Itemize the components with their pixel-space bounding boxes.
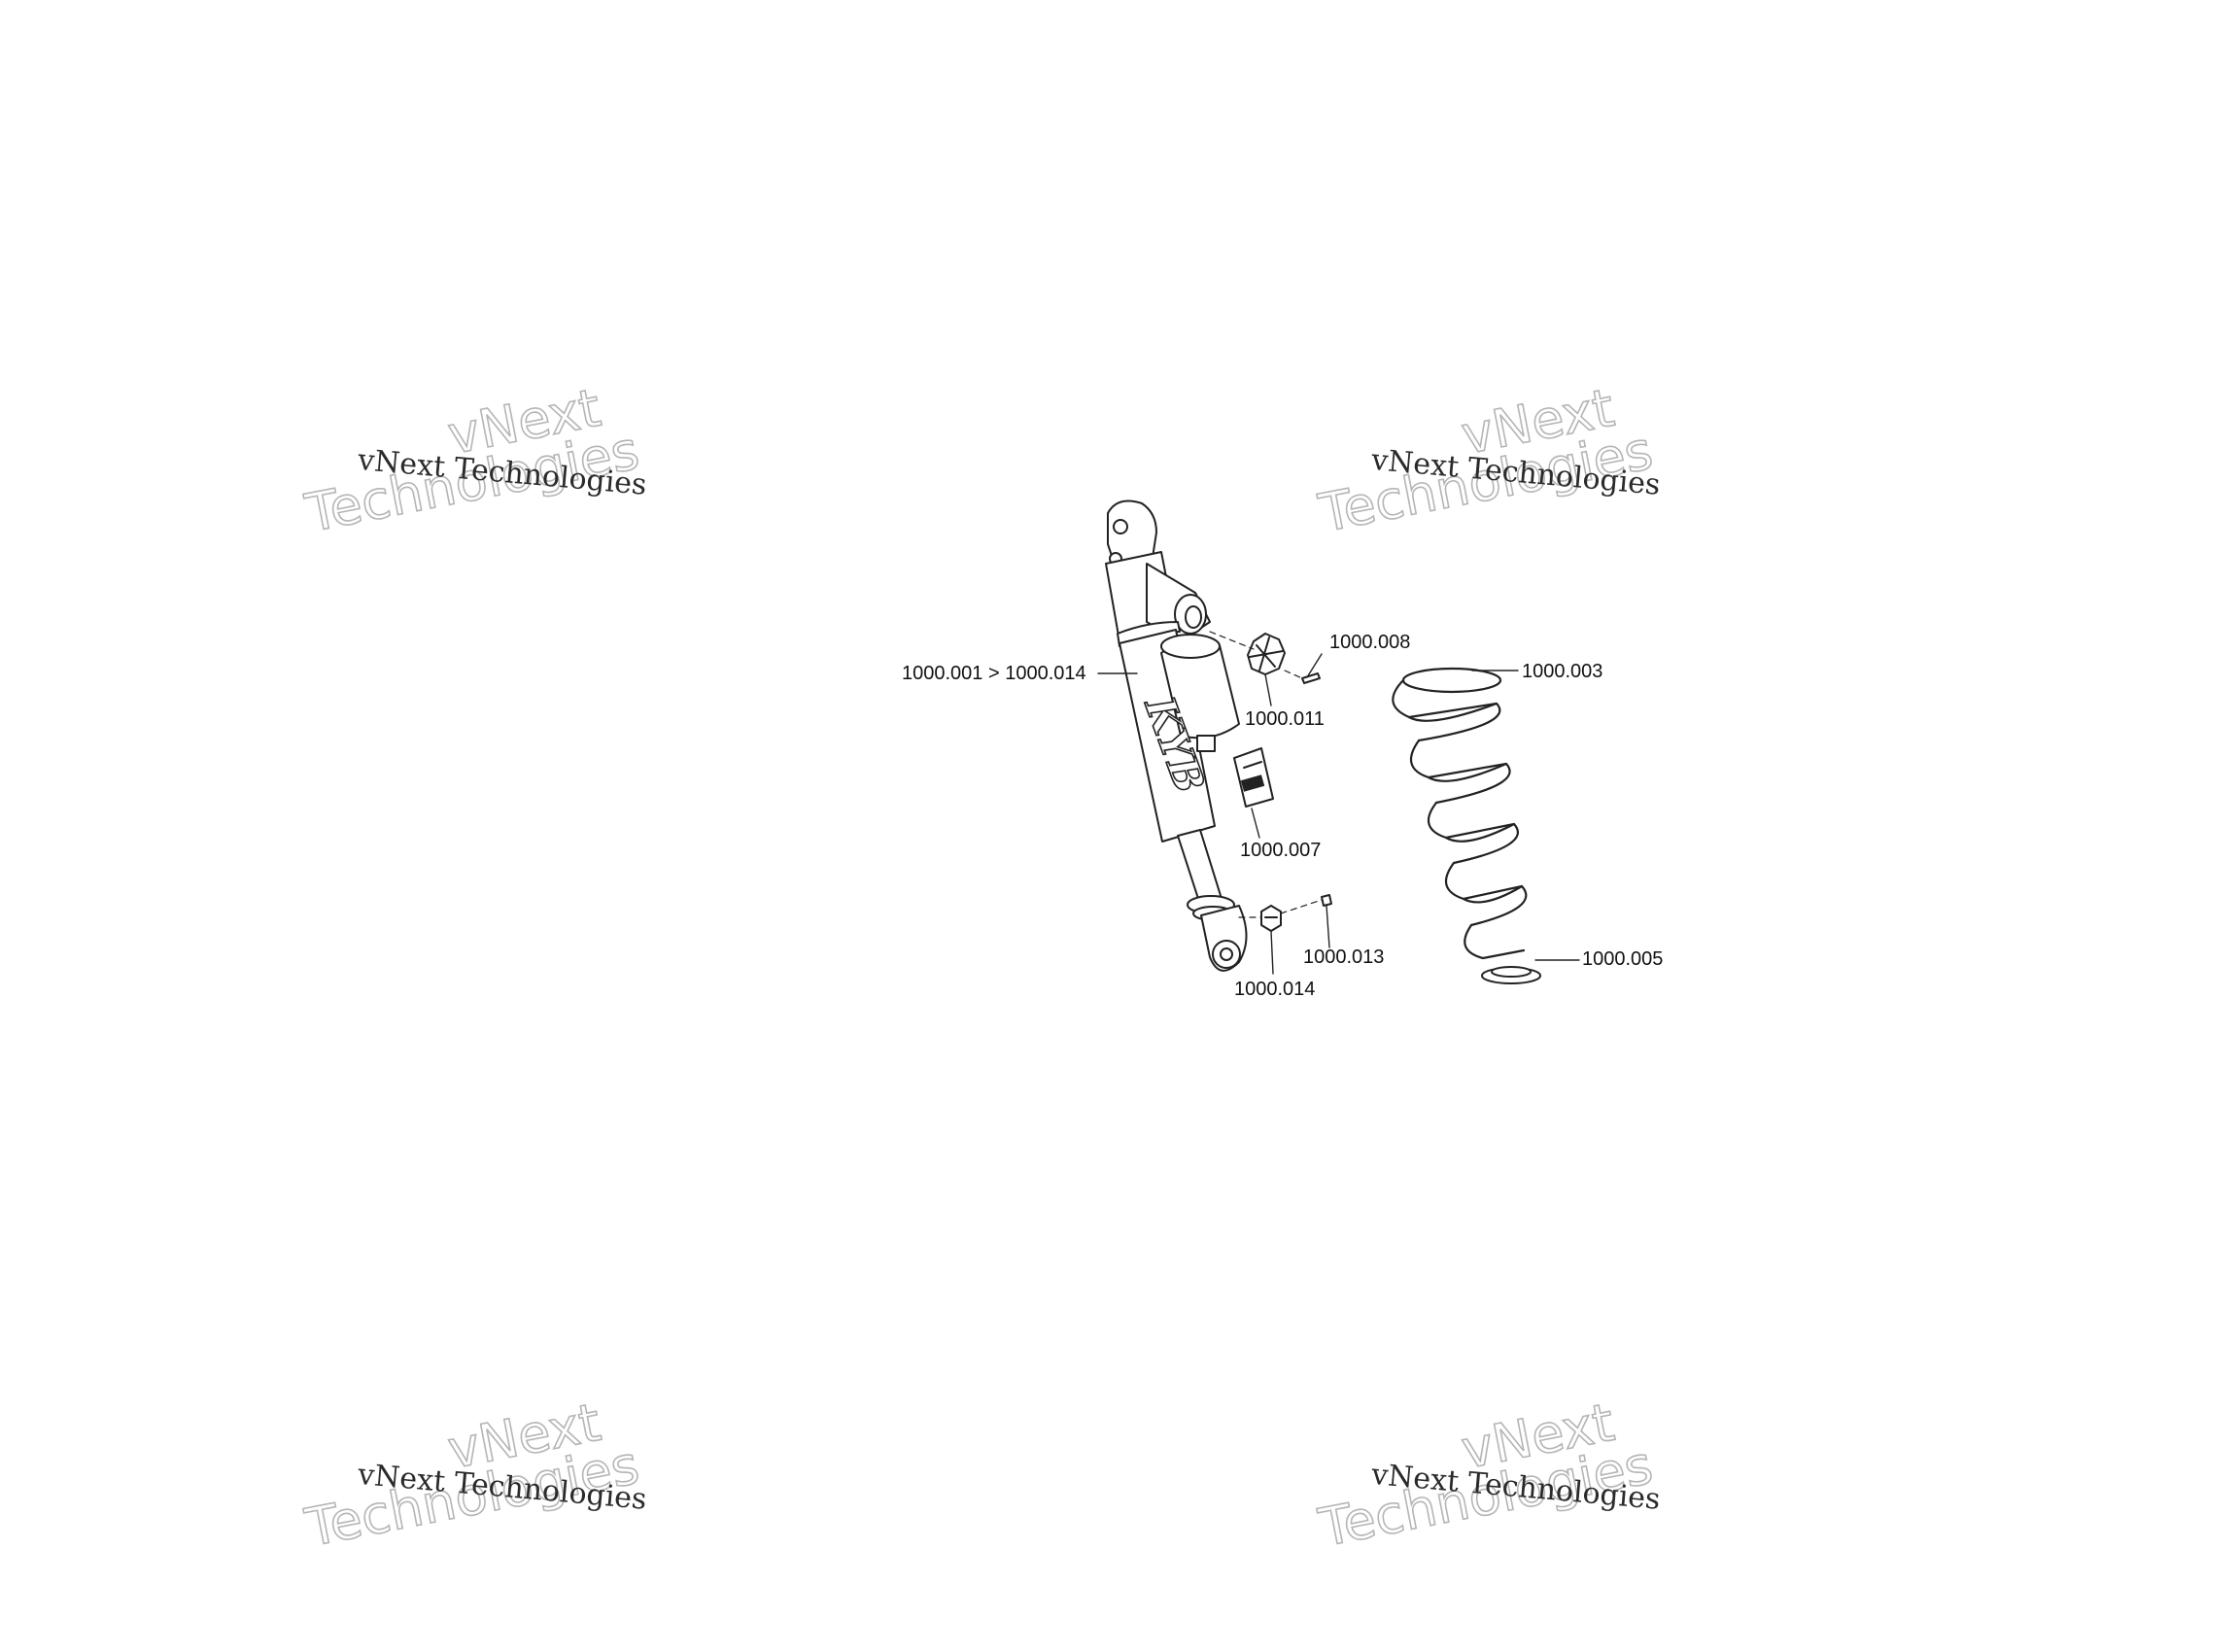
callout-1000-005: 1000.005 (1582, 948, 1664, 970)
pin-part (1321, 894, 1332, 907)
callout-1000-013: 1000.013 (1303, 946, 1385, 968)
callout-1000-014: 1000.014 (1234, 979, 1316, 1000)
adjuster-knob-part (1247, 633, 1286, 675)
callout-1000-003: 1000.003 (1522, 661, 1603, 682)
spring-seat-part (1481, 966, 1541, 984)
screw-part (1301, 672, 1321, 684)
callout-1000-008: 1000.008 (1329, 632, 1411, 653)
callout-1000-011: 1000.011 (1245, 708, 1325, 730)
parts-diagram-canvas: vNext Technologies vNext Technologies vN… (300, 376, 1664, 1560)
exploded-view-drawing: KYB (1097, 499, 1580, 984)
shock-absorber (1105, 499, 1248, 972)
nut-part (1260, 905, 1282, 932)
coil-spring (1392, 667, 1528, 960)
leader-lines (1097, 653, 1580, 975)
callout-1000-007: 1000.007 (1240, 840, 1322, 861)
callout-assembly: 1000.001 > 1000.014 (902, 663, 1086, 684)
decal-part (1233, 747, 1274, 808)
